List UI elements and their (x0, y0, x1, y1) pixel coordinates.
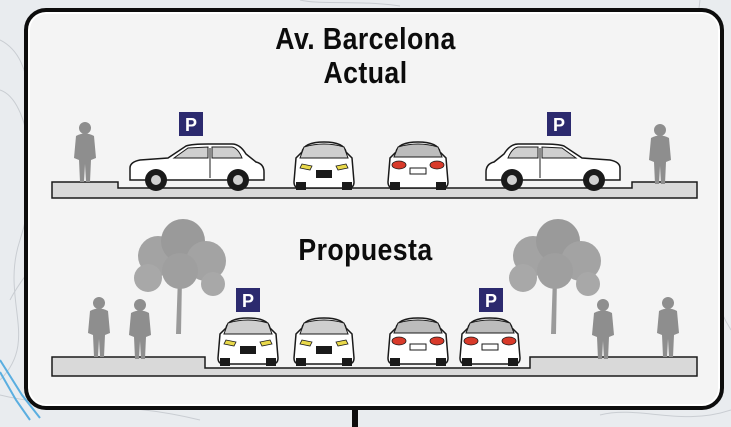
proposal-title: Propuesta (298, 232, 433, 267)
parking-sign-icon (479, 288, 503, 312)
current-section (51, 112, 698, 199)
street-name-title: Av. Barcelona (275, 21, 456, 56)
current-road-profile (51, 181, 698, 199)
tree-icon (509, 219, 601, 334)
pedestrian-icon (88, 297, 110, 357)
parking-sign-icon (236, 288, 260, 312)
car-side-icon (485, 143, 621, 192)
car-front-icon (293, 141, 355, 191)
parking-sign-icon (179, 112, 203, 136)
pedestrian-icon (592, 299, 614, 359)
car-side-icon (129, 143, 265, 192)
car-front-icon (293, 317, 355, 367)
current-layout-title: Actual (323, 55, 408, 90)
car-rear-icon (459, 317, 521, 367)
pedestrian-icon (649, 124, 671, 184)
sign-post (352, 408, 358, 427)
proposal-section (51, 219, 698, 377)
proposal-road-profile (51, 356, 698, 377)
car-front-icon (217, 317, 279, 367)
car-rear-icon (387, 141, 449, 191)
pedestrian-icon (129, 299, 151, 359)
pedestrian-icon (74, 122, 96, 182)
parking-sign-icon (547, 112, 571, 136)
pedestrian-icon (657, 297, 679, 357)
car-rear-icon (387, 317, 449, 367)
